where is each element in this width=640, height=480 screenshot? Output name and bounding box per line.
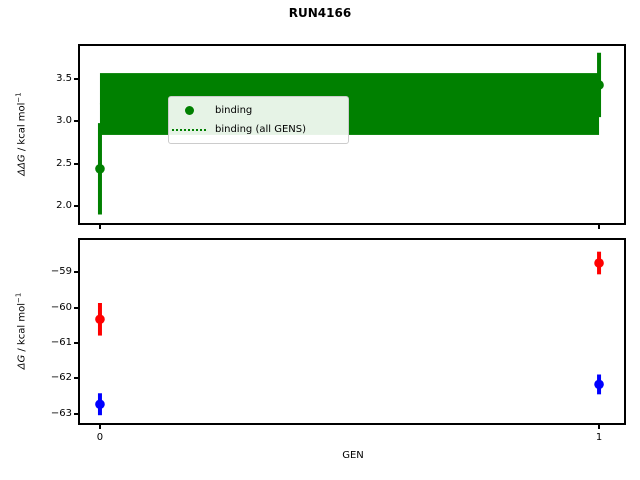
- y-tick-label: 3.5: [56, 73, 72, 85]
- y-axis-label-symbol: ΔG: [16, 354, 28, 370]
- series-solvent-point-gen1: [594, 379, 604, 390]
- legend-label-binding-all-gens: binding (all GENS): [215, 124, 307, 135]
- y-tick-label: −62: [50, 372, 72, 384]
- legend-item-binding: binding: [172, 101, 342, 120]
- y-tick-mark: [74, 271, 78, 274]
- dotted-line-icon: [172, 128, 206, 131]
- x-tick-label: 0: [96, 432, 104, 443]
- legend-item-binding-all-gens: binding (all GENS): [172, 120, 342, 139]
- y-tick-label: 2.5: [56, 157, 72, 169]
- series-complex-point-gen0: [95, 314, 105, 325]
- legend-symbol: [172, 128, 206, 131]
- binding-plot-svg: [95, 52, 604, 215]
- y-tick-label: 3.0: [56, 115, 72, 127]
- x-tick-mark: [598, 425, 601, 429]
- figure-title: RUN4166: [288, 6, 352, 20]
- y-tick-mark: [74, 412, 78, 415]
- y-tick-mark: [74, 205, 78, 208]
- y-tick-mark: [74, 342, 78, 344]
- y-tick-label: −59: [50, 266, 72, 278]
- y-axis-label-units: / kcal mol: [16, 102, 28, 155]
- x-tick-mark: [598, 225, 601, 229]
- y-tick-mark: [74, 306, 78, 309]
- dg-plot-area: solvent complex: [78, 238, 626, 425]
- legend-label-binding: binding: [215, 105, 253, 116]
- x-tick-label: 1: [595, 432, 603, 443]
- x-tick-mark: [98, 425, 101, 429]
- y-axis-label-exponent: −1: [14, 92, 23, 103]
- y-tick-mark: [74, 162, 78, 165]
- y-tick-mark: [74, 120, 78, 123]
- x-tick-mark: [98, 225, 101, 229]
- series-binding-point-gen0: [95, 163, 105, 174]
- binding-marker-icon: [184, 106, 194, 115]
- series-complex-point-gen1: [594, 258, 604, 268]
- y-tick-label: −61: [50, 337, 72, 348]
- x-axis-label: GEN: [342, 450, 364, 461]
- binding-plot-area: binding binding (all GENS): [78, 44, 626, 225]
- y-tick-mark: [74, 78, 78, 81]
- dg-plot-svg: [95, 251, 604, 416]
- series-binding-point-gen1: [594, 80, 604, 90]
- y-tick-label: 2.0: [56, 200, 72, 212]
- legend-symbol: [172, 106, 206, 115]
- y-tick-label: −63: [50, 407, 72, 419]
- y-tick-label: −60: [50, 301, 72, 313]
- y-tick-mark: [74, 377, 78, 380]
- series-solvent-point-gen0: [95, 399, 105, 410]
- binding-legend: binding binding (all GENS): [168, 96, 349, 144]
